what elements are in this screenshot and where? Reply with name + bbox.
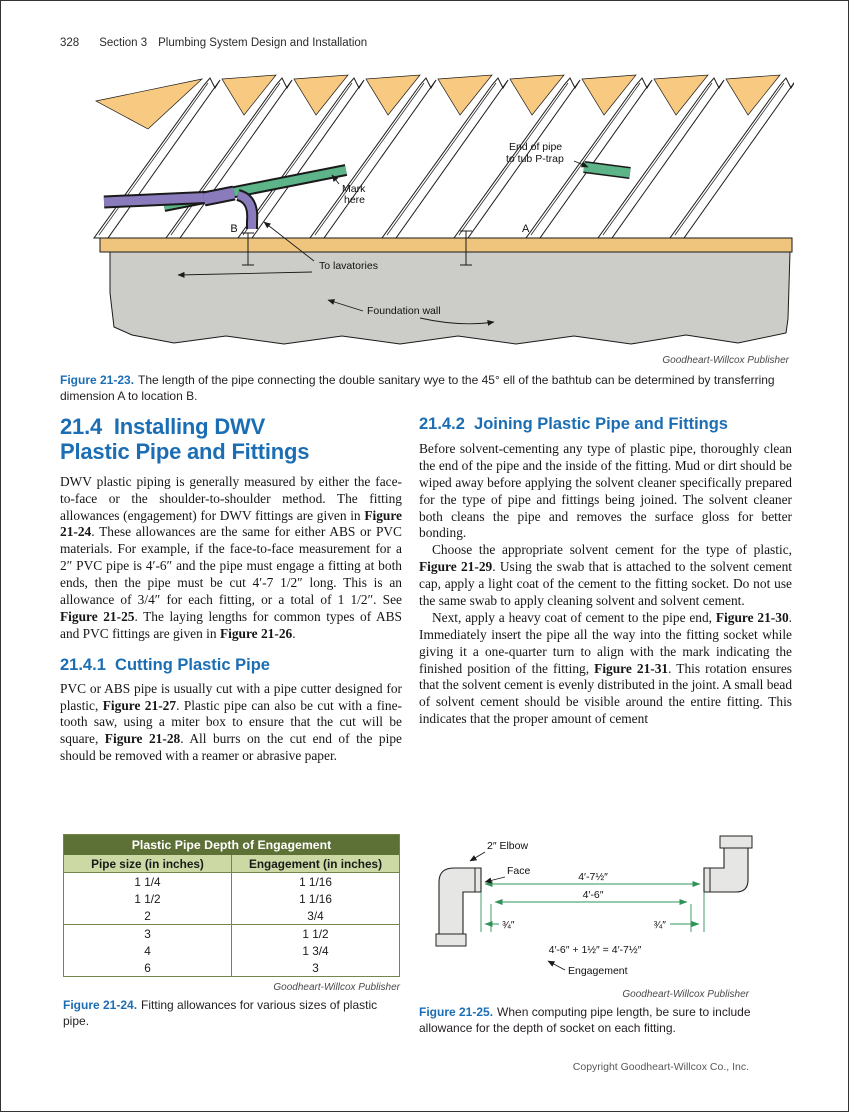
- table-cell: 2: [64, 907, 232, 924]
- sanitary-wye-fitting: [202, 185, 259, 229]
- table-cell: 1 1/2: [302, 926, 329, 941]
- sill-plate: [99, 237, 793, 253]
- table-cell: 4: [64, 942, 232, 959]
- paragraph-21-4-2-a: Before solvent-cementing any type of pla…: [419, 441, 792, 541]
- heading-21-4-line2: Plastic Pipe and Fittings: [60, 438, 310, 464]
- figure-21-25-illustration: 2″ Elbow Face 4′-7½″ 4′-6″ ¾″ ¾″ 4′-6″ +…: [419, 834, 792, 986]
- table-row: 1 1/4 1 1/16: [64, 873, 399, 890]
- table-cell: 1 3/4: [302, 943, 329, 958]
- table-cell: 3/4: [307, 908, 324, 923]
- leader-lines: [469, 851, 566, 971]
- table-row: 1 1/2 1 1/16: [64, 890, 399, 907]
- dim-pipe-label: 4′-6″: [583, 889, 604, 901]
- figure-21-24-credit: Goodheart-Willcox Publisher: [273, 982, 400, 993]
- figure-21-23-credit: Goodheart-Willcox Publisher: [662, 355, 789, 366]
- table-row: 2 3/4: [64, 907, 399, 924]
- section-label: Section 3: [99, 37, 148, 49]
- paragraph-21-4-2-b: Choose the appropriate solvent cement fo…: [419, 542, 792, 609]
- point-b-label: B: [230, 223, 237, 235]
- foundation-wall-label: Foundation wall: [367, 305, 441, 317]
- figure-21-24-caption: Figure 21-24.Fitting allowances for vari…: [63, 998, 405, 1030]
- elbow-label: 2″ Elbow: [487, 840, 528, 852]
- figure-21-24-block: Plastic Pipe Depth of Engagement Pipe si…: [63, 834, 405, 1030]
- end-of-pipe-label-line1: End of pipe: [509, 141, 562, 153]
- table-header-row: Pipe size (in inches) Engagement (in inc…: [64, 855, 399, 873]
- dimension-ticks: [242, 230, 472, 266]
- table-cell: 1 1/16: [299, 874, 332, 889]
- leader-lines: [177, 160, 589, 326]
- floor-joists: [93, 77, 794, 239]
- end-of-pipe-label-line2: to tub P-trap: [506, 153, 564, 165]
- table-header-pipe-size: Pipe size (in inches): [64, 855, 232, 872]
- left-elbow-fitting: [435, 867, 482, 947]
- dim-total-label: 4′-7½″: [578, 871, 608, 883]
- foundation-wall-shape: [109, 251, 791, 345]
- section-title: Plumbing System Design and Installation: [158, 37, 368, 49]
- heading-21-4-2: 21.4.2 Joining Plastic Pipe and Fittings: [419, 415, 728, 433]
- point-a-label: A: [522, 223, 530, 235]
- dimension-lines: [480, 881, 705, 932]
- figure-21-23-caption-text: The length of the pipe connecting the do…: [60, 373, 775, 403]
- heading-21-4-line1: 21.4 Installing DWV: [60, 414, 266, 439]
- table-cell: 1 1/4: [64, 873, 232, 890]
- engagement-label: Engagement: [568, 965, 628, 977]
- table-cell: 1 1/2: [64, 890, 232, 907]
- copyright-footer: Copyright Goodheart-Willcox Co., Inc.: [572, 1061, 749, 1073]
- right-elbow-fitting: [703, 835, 753, 893]
- heading-21-4-1: 21.4.1 Cutting Plastic Pipe: [60, 655, 270, 674]
- figure-21-23-illustration: End of pipe to tub P-trap Mark here A B …: [86, 71, 794, 363]
- figure-21-25-credit: Goodheart-Willcox Publisher: [622, 989, 749, 1000]
- table-header-engagement: Engagement (in inches): [248, 856, 383, 871]
- purple-pipe: [103, 190, 217, 209]
- figure-21-25-caption-lead: Figure 21-25.: [419, 1005, 494, 1019]
- engagement-left-label: ¾″: [502, 919, 515, 931]
- table-row: 6 3: [64, 959, 399, 976]
- figure-21-25-caption: Figure 21-25.When computing pipe length,…: [419, 1005, 793, 1037]
- running-header: 328 Section 3 Plumbing System Design and…: [60, 37, 367, 49]
- table-row: 4 1 3/4: [64, 942, 399, 959]
- to-lavatories-label: To lavatories: [319, 260, 378, 272]
- right-column: 21.4.2 Joining Plastic Pipe and Fittings…: [419, 415, 792, 728]
- table-title: Plastic Pipe Depth of Engagement: [64, 835, 399, 855]
- table-cell: 3: [312, 960, 319, 975]
- table-cell: 3: [64, 925, 232, 942]
- table-row: 3 1 1/2: [64, 924, 399, 942]
- figure-21-23-caption-lead: Figure 21-23.: [60, 373, 135, 387]
- face-label: Face: [507, 865, 531, 877]
- engagement-right-label: ¾″: [654, 919, 667, 931]
- mark-here-label-line2: here: [344, 194, 365, 206]
- engagement-table: Plastic Pipe Depth of Engagement Pipe si…: [63, 834, 400, 977]
- tub-pipe-stub: [583, 161, 631, 179]
- paragraph-21-4: DWV plastic piping is generally measured…: [60, 473, 403, 641]
- paragraph-21-4-2-c: Next, apply a heavy coat of cement to th…: [419, 609, 793, 727]
- figure-21-23-caption: Figure 21-23.The length of the pipe conn…: [60, 373, 792, 405]
- figure-21-24-caption-text: Fitting allowances for various sizes of …: [63, 998, 378, 1028]
- subfloor-sheathing: [94, 74, 781, 130]
- figure-21-25-caption-text: When computing pipe length, be sure to i…: [419, 1005, 751, 1035]
- paragraph-21-4-1: PVC or ABS pipe is usually cut with a pi…: [60, 680, 403, 764]
- table-cell: 1 1/16: [299, 891, 332, 906]
- mark-here-label-line1: Mark: [342, 183, 366, 195]
- figure-21-24-caption-lead: Figure 21-24.: [63, 998, 138, 1012]
- page-number: 328: [60, 37, 80, 49]
- table-cell: 6: [64, 959, 232, 976]
- formula-label: 4′-6″ + 1½″ = 4′-7½″: [549, 944, 642, 956]
